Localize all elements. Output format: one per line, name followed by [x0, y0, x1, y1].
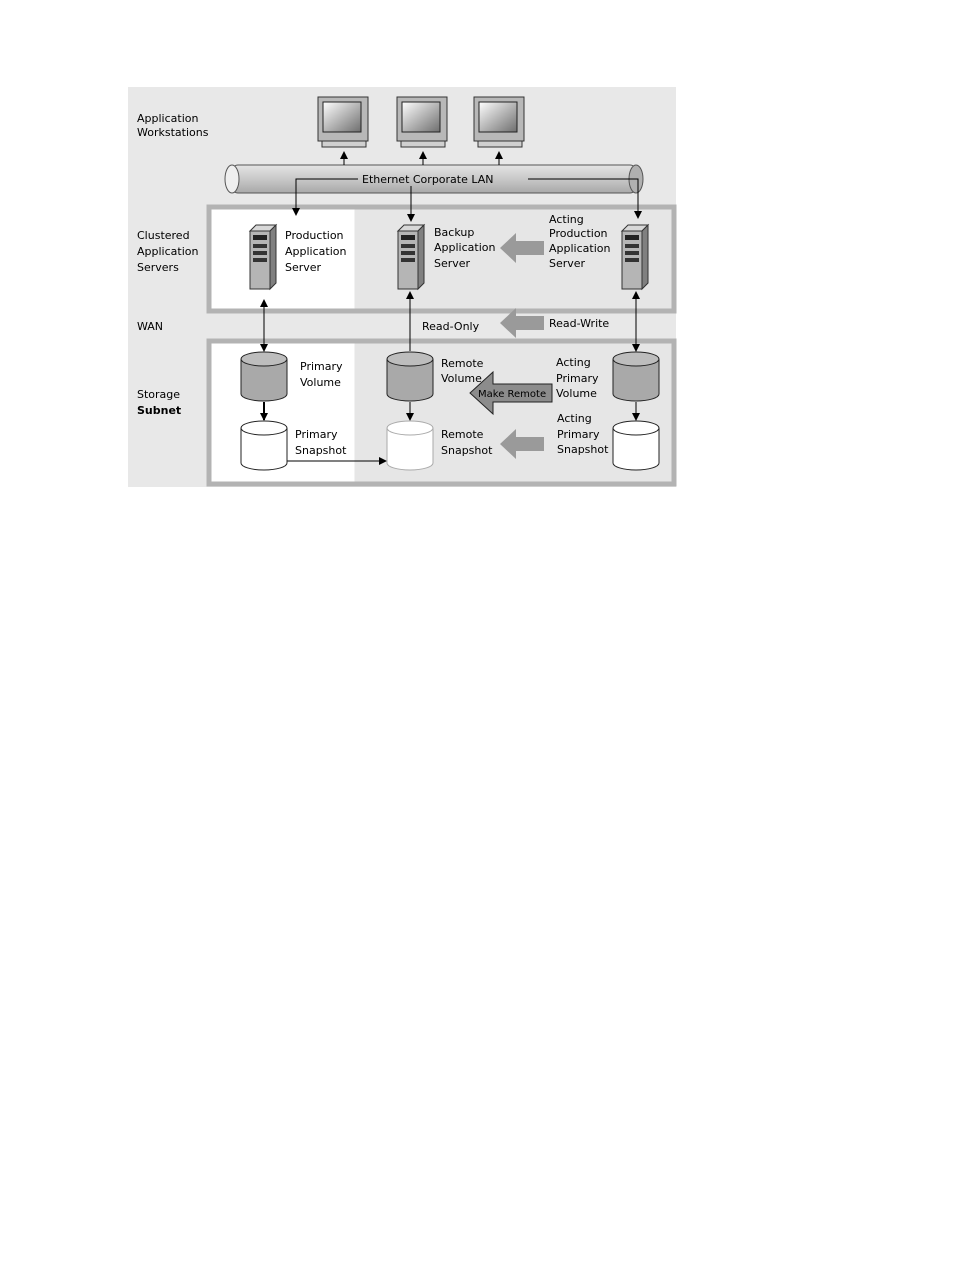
- acting-server-icon: [620, 223, 650, 291]
- lan-to-acting-server-line: [528, 178, 642, 219]
- remote-volume-icon: [386, 351, 434, 402]
- snapshot-direction-arrow: [500, 429, 544, 459]
- read-write-label: Read-Write: [549, 317, 609, 330]
- remote-snapshot-icon: [386, 420, 434, 471]
- read-only-label: Read-Only: [422, 320, 480, 333]
- remote-snapshot-label: Remote Snapshot: [441, 428, 493, 457]
- production-server-icon: [248, 223, 278, 291]
- failover-server-arrow: [500, 233, 544, 263]
- workstation-2-icon: [396, 96, 448, 148]
- acting-primary-snapshot-label: Acting Primary Snapshot: [557, 412, 609, 456]
- workstation-3-icon: [473, 96, 525, 148]
- production-site-area: [211, 209, 355, 309]
- remote-volume-label: Remote Volume: [441, 357, 487, 385]
- acting-server-label: Acting Production Application Server: [549, 213, 614, 270]
- storage-tier-label: Storage Subnet: [137, 388, 184, 417]
- backup-server-icon: [396, 223, 426, 291]
- primary-volume-icon: [240, 351, 288, 402]
- acting-primary-volume-icon: [612, 351, 660, 402]
- wan-direction-arrow: [500, 308, 544, 338]
- lan-label: Ethernet Corporate LAN: [362, 173, 494, 186]
- workstation-1-icon: [317, 96, 369, 148]
- primary-snapshot-icon: [240, 420, 288, 471]
- make-remote-arrow: [469, 370, 553, 416]
- wan-tier-label: WAN: [137, 320, 163, 333]
- lan-to-production-server-line: [292, 178, 358, 216]
- lan-pipe: [224, 164, 644, 194]
- make-remote-label: Make Remote: [478, 389, 546, 400]
- production-server-label: Production Application Server: [285, 229, 350, 274]
- backup-server-label: Backup Application Server: [434, 226, 499, 270]
- primary-snapshot-label: Primary Snapshot: [295, 428, 347, 457]
- servers-tier-label: Clustered Application Servers: [137, 229, 202, 274]
- acting-primary-snapshot-icon: [612, 420, 660, 471]
- primary-volume-label: Primary Volume: [300, 360, 346, 389]
- workstations-tier-label: Application Workstations: [137, 112, 209, 139]
- acting-primary-volume-label: Acting Primary Volume: [556, 356, 602, 400]
